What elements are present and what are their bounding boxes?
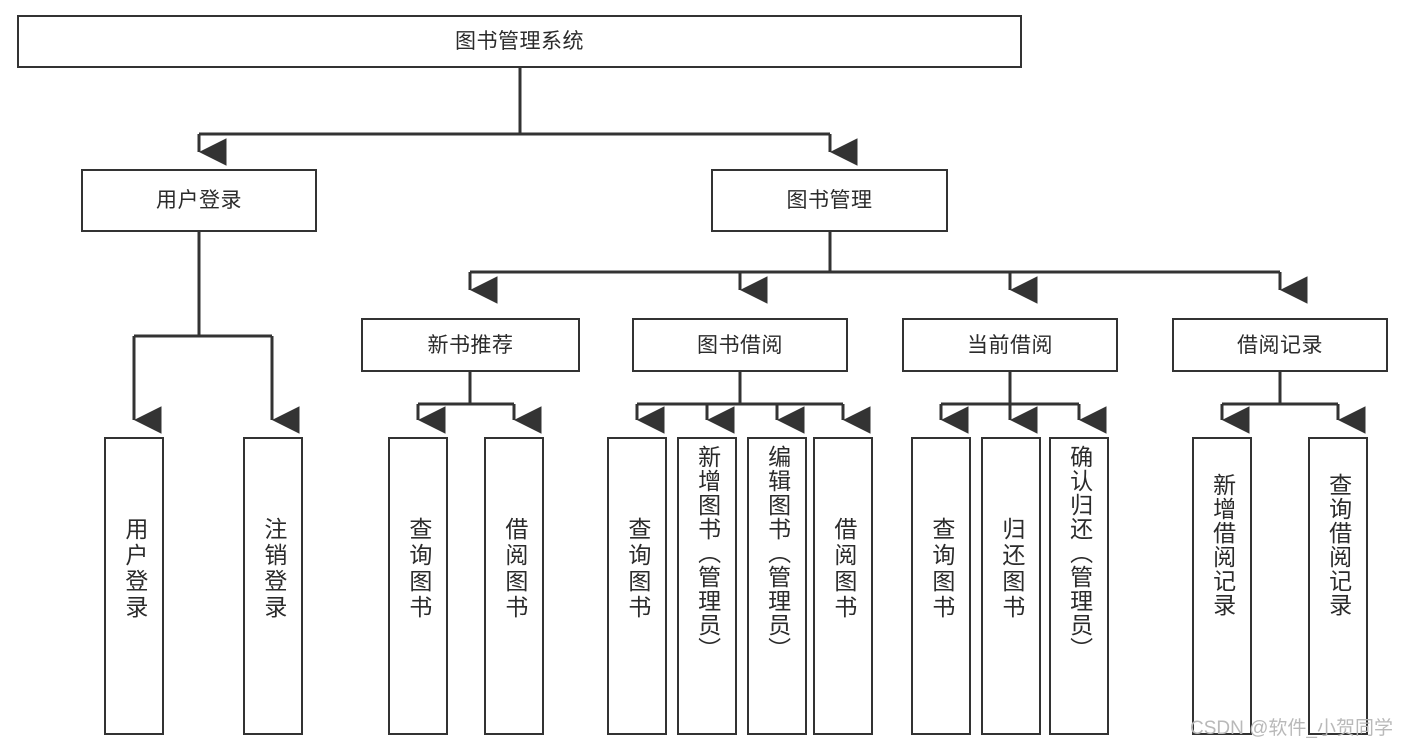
node-borrow-record-label: 借阅记录 (1237, 333, 1323, 357)
node-leaf-logout[interactable]: 注销登录 (243, 437, 303, 735)
node-new-book-recommend[interactable]: 新书推荐 (361, 318, 580, 372)
node-root-label: 图书管理系统 (455, 30, 584, 53)
node-book-borrow[interactable]: 图书借阅 (632, 318, 848, 372)
node-leaf-add-book[interactable]: 新增图书（管理员） (677, 437, 737, 735)
node-leaf-query-record-label: 查询借阅记录 (1325, 473, 1352, 617)
node-leaf-confirm-return-label: 确认归还（管理员） (1066, 445, 1093, 661)
node-leaf-borrow-book-2-label: 借阅图书 (830, 517, 857, 621)
node-current-borrow-label: 当前借阅 (967, 333, 1053, 357)
node-user-login-label: 用户登录 (156, 189, 242, 212)
node-leaf-borrow-book-2[interactable]: 借阅图书 (813, 437, 873, 735)
node-leaf-edit-book-label: 编辑图书（管理员） (764, 445, 791, 661)
node-leaf-add-book-label: 新增图书（管理员） (694, 445, 721, 661)
node-leaf-user-login-label: 用户登录 (121, 517, 148, 621)
node-leaf-borrow-book-1[interactable]: 借阅图书 (484, 437, 544, 735)
node-leaf-query-book-2-label: 查询图书 (624, 517, 651, 621)
node-leaf-return-book[interactable]: 归还图书 (981, 437, 1041, 735)
node-leaf-query-book-1[interactable]: 查询图书 (388, 437, 448, 735)
node-leaf-query-book-2[interactable]: 查询图书 (607, 437, 667, 735)
node-leaf-query-record[interactable]: 查询借阅记录 (1308, 437, 1368, 735)
node-root[interactable]: 图书管理系统 (17, 15, 1022, 68)
node-leaf-add-record-label: 新增借阅记录 (1209, 473, 1236, 617)
csdn-watermark: CSDN @软件_小贺同学 (1190, 718, 1393, 739)
node-leaf-confirm-return[interactable]: 确认归还（管理员） (1049, 437, 1109, 735)
node-user-login[interactable]: 用户登录 (81, 169, 317, 232)
node-leaf-borrow-book-1-label: 借阅图书 (501, 517, 528, 621)
node-new-book-recommend-label: 新书推荐 (427, 333, 514, 357)
node-leaf-add-record[interactable]: 新增借阅记录 (1192, 437, 1252, 735)
node-book-management-label: 图书管理 (786, 189, 873, 212)
node-leaf-query-book-3[interactable]: 查询图书 (911, 437, 971, 735)
node-book-borrow-label: 图书借阅 (697, 333, 783, 357)
node-leaf-return-book-label: 归还图书 (998, 517, 1025, 621)
node-leaf-logout-label: 注销登录 (260, 517, 287, 621)
node-leaf-query-book-1-label: 查询图书 (405, 517, 432, 621)
node-book-management[interactable]: 图书管理 (711, 169, 948, 232)
node-borrow-record[interactable]: 借阅记录 (1172, 318, 1388, 372)
node-leaf-edit-book[interactable]: 编辑图书（管理员） (747, 437, 807, 735)
node-leaf-query-book-3-label: 查询图书 (928, 517, 955, 621)
node-leaf-user-login[interactable]: 用户登录 (104, 437, 164, 735)
node-current-borrow[interactable]: 当前借阅 (902, 318, 1118, 372)
